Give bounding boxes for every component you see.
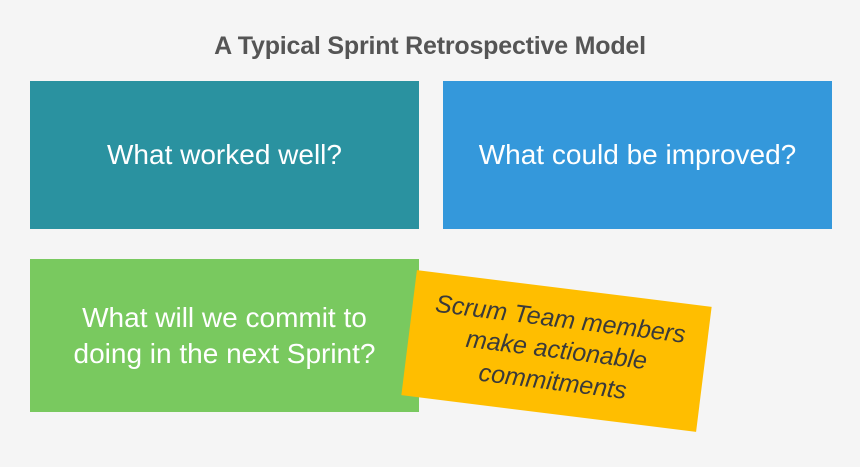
card-label: What will we commit to doing in the next… (73, 301, 376, 369)
annotation-note-scrum-team-commitments[interactable]: Scrum Team members make actionable commi… (401, 270, 712, 432)
page-title: A Typical Sprint Retrospective Model (214, 32, 646, 60)
retrospective-card-what-worked-well[interactable]: What worked well? (30, 81, 419, 229)
retrospective-card-what-could-be-improved[interactable]: What could be improved? (443, 81, 832, 229)
card-label: What worked well? (107, 139, 342, 171)
card-label: What could be improved? (478, 139, 797, 171)
note-label: Scrum Team members make actionable commi… (433, 289, 688, 405)
retrospective-card-what-will-we-commit-to[interactable]: What will we commit to doing in the next… (30, 259, 419, 412)
